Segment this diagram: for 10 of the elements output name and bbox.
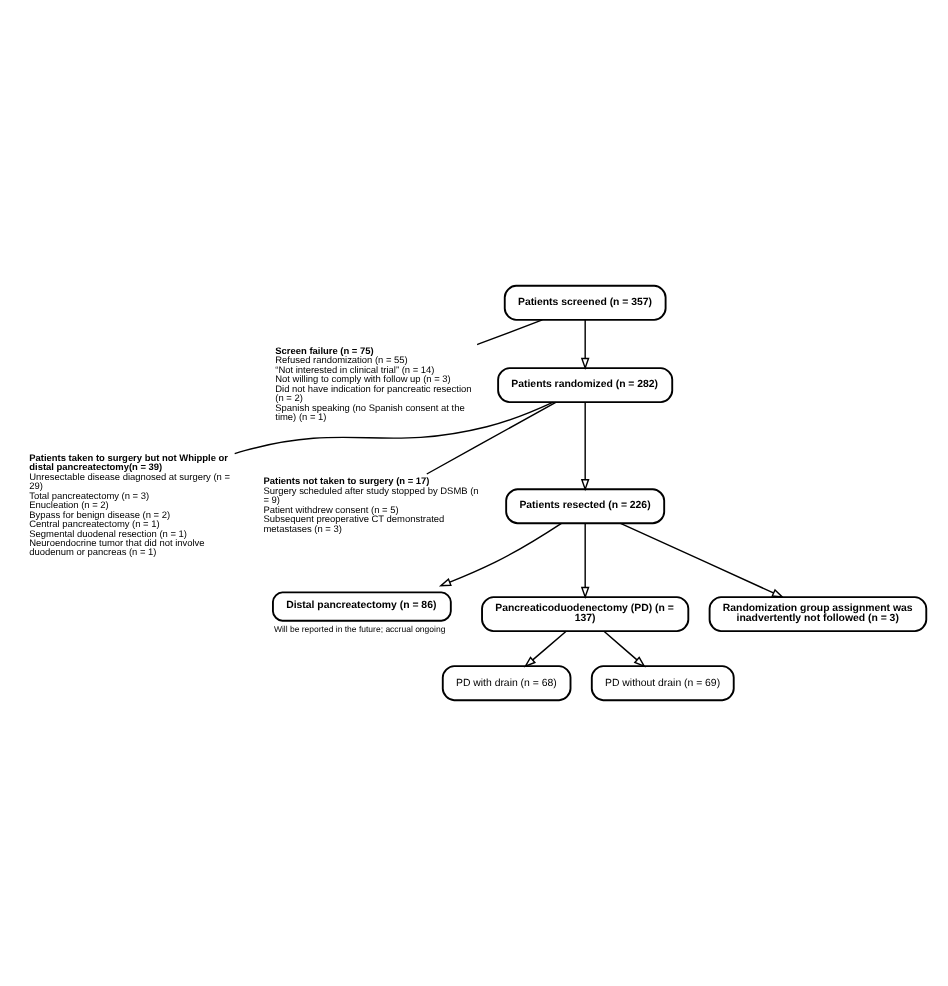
arrow [580,401,590,492]
arrow [523,630,567,668]
connector [476,319,544,346]
connector [426,401,557,475]
arrow [438,522,563,587]
arrow [619,522,785,598]
arrow [580,319,590,371]
connector [234,401,554,455]
arrow [580,522,590,600]
arrow [603,630,646,668]
